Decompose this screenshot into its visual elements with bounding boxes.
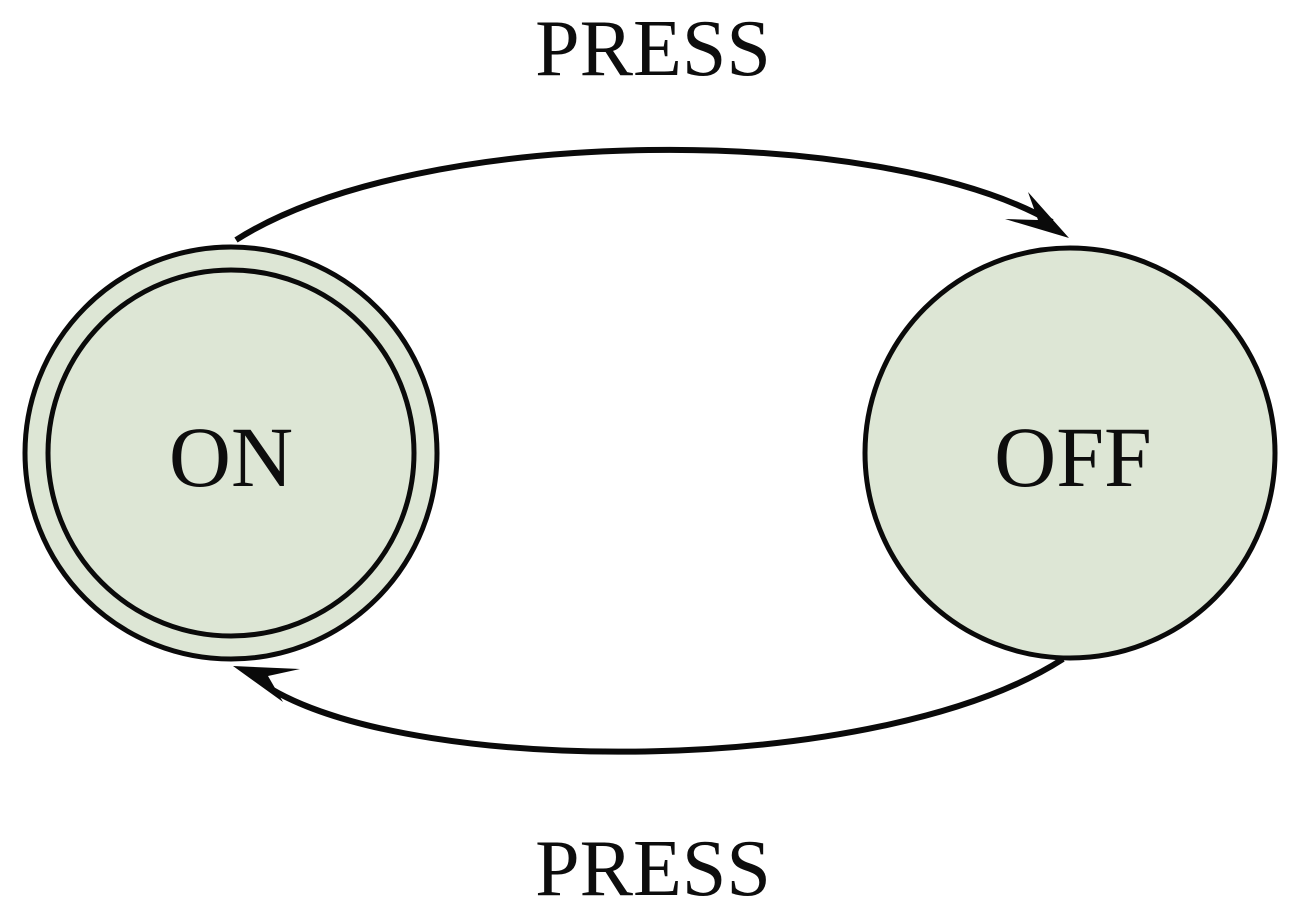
node-off-label: OFF: [994, 409, 1152, 505]
edge-off-to-on-curve: [269, 656, 1065, 755]
edge-on-to-off-label: PRESS: [535, 5, 771, 93]
edge-on-to-off[interactable]: [234, 146, 1069, 243]
edge-off-to-on[interactable]: [233, 656, 1065, 755]
node-on-inner-circle: [45, 267, 417, 639]
node-off-outer-circle: [862, 245, 1278, 661]
node-on[interactable]: ON: [22, 244, 440, 662]
node-on-label: ON: [169, 409, 293, 505]
edge-on-to-off-curve: [234, 146, 1054, 243]
node-on-outer-circle: [22, 244, 440, 662]
edge-off-to-on-arrowhead-icon: [233, 666, 300, 702]
edge-off-to-on-label: PRESS: [535, 825, 771, 912]
node-off[interactable]: OFF: [862, 245, 1278, 661]
edge-on-to-off-arrowhead-icon: [1005, 192, 1069, 238]
